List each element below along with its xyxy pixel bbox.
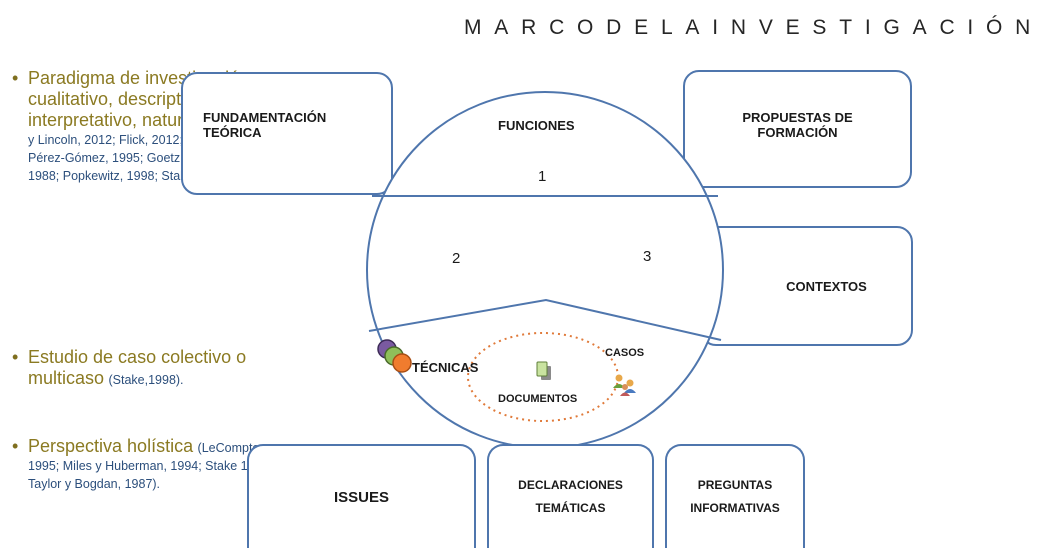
box-issues-label: ISSUES (333, 488, 390, 506)
people-icon (613, 374, 636, 396)
divider-bottom (368, 298, 722, 341)
box-issues: ISSUES (247, 444, 476, 548)
box-contextos-label: CONTEXTOS (786, 278, 867, 294)
box-fundamentacion: FUNDAMENTACIÓN TEÓRICA (181, 72, 393, 195)
box-propuestas-label: PROPUESTAS DE FORMACIÓN (742, 110, 853, 140)
box-declaraciones: DECLARACIONES TEMÁTICAS (487, 444, 654, 548)
bullet-main: Paradigma de investigación: cualitativo,… (28, 68, 255, 130)
bullet-dot: • (12, 436, 19, 456)
diagram-title: MARCODELAINVESTIGACIÓN (464, 16, 1043, 39)
bullet-ref: (Stake,1998). (108, 372, 184, 387)
section-number-3: 3 (643, 248, 652, 265)
box-contextos: CONTEXTOS (700, 226, 913, 346)
section-number-1: 1 (538, 168, 547, 185)
label-tecnicas: TÉCNICAS (412, 360, 479, 375)
tecnicas-icon (377, 339, 412, 373)
bullet-holistic: • Perspectiva holística (LeCompte, 1995;… (12, 436, 290, 493)
box-declaraciones-line1: DECLARACIONES (518, 478, 623, 493)
bullet-main: Estudio de caso colectivo o multicaso (28, 347, 247, 388)
box-declaraciones-line2: TEMÁTICAS (535, 501, 606, 515)
section-number-2: 2 (452, 250, 461, 267)
box-propuestas: PROPUESTAS DE FORMACIÓN (683, 70, 912, 188)
document-icon (536, 361, 551, 380)
label-funciones: FUNCIONES (498, 118, 575, 133)
bullet-dot: • (12, 68, 19, 88)
box-preguntas: PREGUNTAS INFORMATIVAS (665, 444, 805, 548)
box-preguntas-line2: INFORMATIVAS (690, 501, 780, 515)
box-preguntas-line1: PREGUNTAS (697, 478, 773, 493)
bullet-main: Perspectiva holística (28, 436, 194, 456)
bullet-case-study: • Estudio de caso colectivo o multicaso … (12, 347, 290, 389)
bullet-dot: • (12, 347, 19, 367)
label-casos: CASOS (605, 347, 645, 359)
label-documentos: DOCUMENTOS (498, 393, 578, 405)
bullet-ref: (LeCompte, 1995; Miles y Huberman, 1994;… (28, 441, 272, 491)
box-fundamentacion-label: FUNDAMENTACIÓN TEÓRICA (203, 110, 327, 140)
